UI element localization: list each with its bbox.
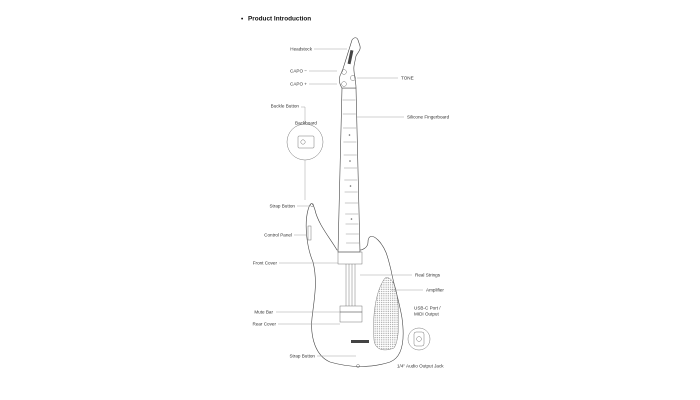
label-strap-button-bottom: Strap Button — [289, 354, 315, 359]
guitar-neck — [337, 87, 361, 253]
label-control-panel: Control Panel — [264, 233, 292, 238]
capo-minus-button — [341, 69, 347, 75]
headstock-logo-mark — [347, 49, 354, 65]
strap-button-bottom — [356, 364, 360, 368]
body-logo-mark — [351, 340, 369, 343]
label-front-cover: Front Cover — [253, 261, 278, 266]
tone-knob — [350, 75, 356, 81]
amplifier-grille — [373, 277, 399, 351]
label-tone: TONE — [401, 76, 414, 81]
fret-dot — [349, 185, 352, 187]
label-capo-plus: CAPO + — [290, 82, 307, 87]
real-strings — [345, 264, 356, 306]
label-real-strings: Real Strings — [415, 273, 441, 278]
backboard-detail — [286, 123, 324, 200]
rear-cover — [339, 311, 363, 323]
label-strap-button-top: Strap Button — [269, 204, 295, 209]
fret-dot — [348, 134, 351, 136]
control-panel — [307, 225, 312, 241]
frets — [342, 99, 360, 244]
strap-button-top — [310, 203, 314, 207]
label-buckle-button: Buckle Button — [271, 104, 300, 109]
label-midi-output: MIDI Output — [414, 312, 439, 317]
label-backboard: Backboard — [295, 121, 317, 126]
label-mute-bar: Mute Bar — [254, 310, 273, 315]
label-amplifier: Amplifier — [426, 288, 444, 293]
capo-plus-button — [341, 81, 347, 87]
label-headstock: Headstock — [290, 47, 312, 52]
fret-dot — [349, 160, 351, 162]
label-silicone-fingerboard: Silicone Fingerboard — [407, 115, 450, 120]
fret-dot — [350, 218, 353, 220]
label-usbc-port: USB-C Port / — [414, 306, 441, 311]
audio-jack-detail — [407, 327, 431, 351]
header-bullet: • — [241, 16, 244, 23]
leader-lines — [276, 48, 423, 357]
label-rear-cover: Rear Cover — [253, 322, 277, 327]
label-audio-output-jack: 1/4" Audio Output Jack — [397, 364, 444, 369]
guitar-illustration — [305, 37, 404, 368]
label-capo-minus: CAPO − — [290, 69, 307, 74]
page-title: Product Introduction — [248, 16, 311, 23]
front-cover — [337, 251, 363, 265]
